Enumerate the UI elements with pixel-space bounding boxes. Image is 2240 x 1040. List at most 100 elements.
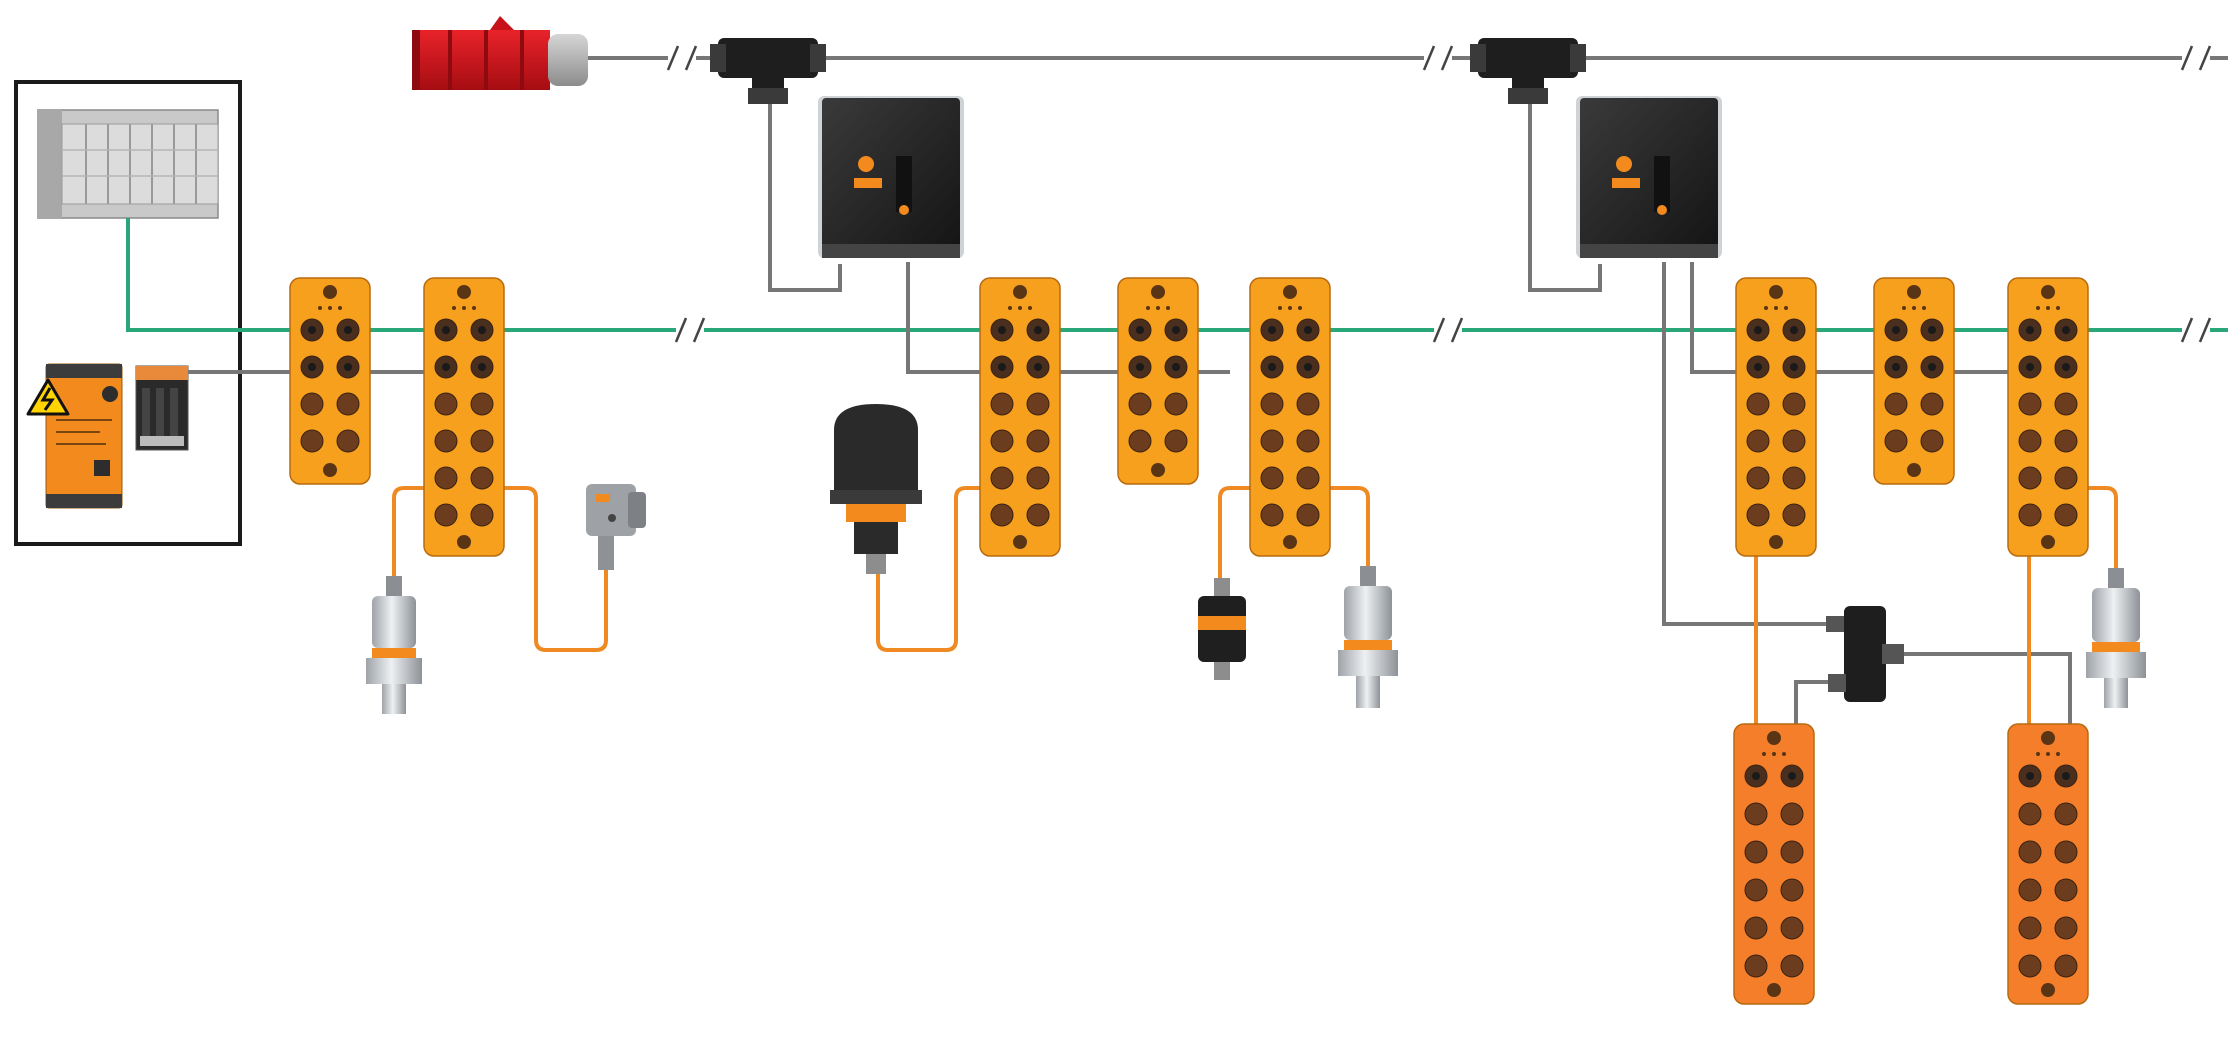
port <box>990 466 1014 490</box>
port <box>1128 429 1152 453</box>
io-module <box>289 277 371 485</box>
sensor-cable <box>876 486 990 652</box>
port <box>1746 392 1770 416</box>
io-module <box>1117 277 1199 485</box>
cable-break-icon <box>666 45 698 71</box>
port <box>2054 466 2078 490</box>
cable-break-icon <box>2180 45 2212 71</box>
level-sensor <box>1198 578 1246 680</box>
port <box>300 429 324 453</box>
port <box>1026 466 1050 490</box>
port <box>1296 503 1320 527</box>
signal-lamp <box>830 404 922 574</box>
port <box>1746 503 1770 527</box>
port <box>2018 954 2042 978</box>
port <box>1746 466 1770 490</box>
port <box>2054 954 2078 978</box>
io-module <box>1735 277 1817 557</box>
port <box>2018 392 2042 416</box>
sensor-cable <box>1218 486 1262 594</box>
port <box>1164 392 1188 416</box>
cable-break-icon <box>1432 317 1464 343</box>
port <box>2018 466 2042 490</box>
port <box>2054 840 2078 864</box>
power-tee <box>710 38 826 104</box>
port <box>434 466 458 490</box>
port <box>1296 429 1320 453</box>
port <box>990 429 1014 453</box>
cable-breaks <box>666 45 2212 343</box>
plc-rack <box>37 109 219 219</box>
io-link-master <box>2007 723 2089 1005</box>
port <box>2054 503 2078 527</box>
pressure-sensor <box>366 576 422 714</box>
port <box>2018 503 2042 527</box>
port <box>300 392 324 416</box>
port <box>2054 802 2078 826</box>
port <box>1782 392 1806 416</box>
port <box>434 392 458 416</box>
splitter <box>1826 606 1904 702</box>
port <box>434 503 458 527</box>
sensor-cable <box>392 486 444 588</box>
port <box>434 429 458 453</box>
port <box>1164 429 1188 453</box>
port <box>1746 429 1770 453</box>
port <box>1782 466 1806 490</box>
port <box>1884 392 1908 416</box>
high-voltage-warning-icon <box>26 378 70 416</box>
port <box>2018 840 2042 864</box>
cable-break-icon <box>1422 45 1454 71</box>
splitter-feed <box>1662 262 1828 626</box>
port <box>1744 802 1768 826</box>
port <box>470 429 494 453</box>
port <box>1780 878 1804 902</box>
port <box>1780 916 1804 940</box>
ethernet-line <box>126 218 2228 332</box>
relay-module <box>135 365 189 451</box>
cable-break-icon <box>674 317 706 343</box>
optical-sensor <box>586 484 646 570</box>
port <box>1780 954 1804 978</box>
tee-drop-1 <box>768 104 842 292</box>
io-module <box>2007 277 2089 557</box>
cee-power-plug <box>412 16 588 90</box>
port <box>990 503 1014 527</box>
port <box>1026 429 1050 453</box>
port <box>2018 878 2042 902</box>
port <box>470 466 494 490</box>
sensor-cable <box>1312 486 1370 576</box>
cable-break-icon <box>2180 317 2212 343</box>
port <box>1780 840 1804 864</box>
port <box>1744 840 1768 864</box>
port <box>1744 878 1768 902</box>
power-tee <box>1470 38 1586 104</box>
port <box>1782 429 1806 453</box>
port <box>2054 429 2078 453</box>
port <box>470 392 494 416</box>
port <box>2054 392 2078 416</box>
port <box>1260 466 1284 490</box>
io-module <box>979 277 1061 557</box>
cables <box>126 104 2228 762</box>
port <box>1920 429 1944 453</box>
port <box>1780 802 1804 826</box>
pressure-sensor <box>2086 568 2146 708</box>
port <box>1296 466 1320 490</box>
pressure-sensor <box>1338 566 1398 708</box>
port <box>1260 503 1284 527</box>
port <box>1744 916 1768 940</box>
port <box>1260 392 1284 416</box>
sensor-cable <box>2075 486 2118 580</box>
io-link-master <box>1733 723 1815 1005</box>
port <box>1744 954 1768 978</box>
port <box>1128 392 1152 416</box>
sensor-cable <box>494 486 608 652</box>
control-cabinet <box>14 80 242 546</box>
port <box>1026 503 1050 527</box>
field-power-unit <box>818 96 964 258</box>
port <box>2054 878 2078 902</box>
port <box>2054 916 2078 940</box>
